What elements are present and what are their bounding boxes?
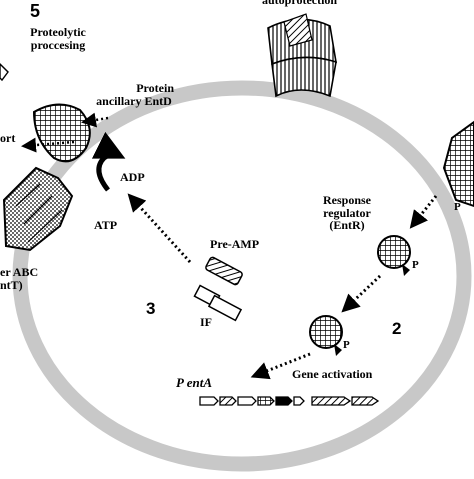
step-2-number: 2 bbox=[392, 319, 402, 338]
atp-adp-arrow bbox=[91, 131, 126, 192]
response-regulator-entr-icon bbox=[377, 235, 411, 276]
abc-line-2: ntT) bbox=[0, 277, 23, 292]
phosphorylation-arrow bbox=[409, 195, 438, 229]
gene-activation-label: Gene activation bbox=[292, 367, 373, 381]
promoter-label: P entA bbox=[176, 375, 212, 390]
atp-label: ATP bbox=[94, 218, 118, 232]
if-label: IF bbox=[200, 315, 212, 329]
ancillary-entd-label: Protein ancillary EntD bbox=[86, 82, 182, 107]
proteolytic-processing-label: Proteolytic proccesing bbox=[16, 26, 100, 51]
step-3-number: 3 bbox=[146, 299, 156, 318]
export-arrow bbox=[21, 137, 75, 153]
response-line-2: regulator bbox=[323, 205, 371, 220]
peptide-fragment-icon bbox=[0, 63, 9, 82]
gene-activation-arrow bbox=[250, 352, 311, 380]
autoprotection-label: autoprotection bbox=[262, 0, 338, 7]
proteolytic-line-2: proccesing bbox=[30, 37, 86, 52]
ancillary-line-1: Protein bbox=[136, 81, 174, 95]
immunity-protein-icon bbox=[267, 13, 338, 98]
abc-line-1: er ABC bbox=[0, 265, 39, 279]
pre-amp-peptide-icon bbox=[205, 256, 243, 286]
abc-transporter-icon bbox=[2, 166, 74, 252]
entr-phosphate-label: P bbox=[412, 259, 419, 271]
step-5-number: 5 bbox=[30, 1, 41, 21]
adp-label: ADP bbox=[120, 170, 145, 184]
induction-factor-icon bbox=[193, 284, 243, 322]
gene-cluster-icon bbox=[199, 396, 380, 406]
ancillary-line-2: ancillary EntD bbox=[96, 93, 172, 108]
histidine-kinase-receptor-icon bbox=[442, 120, 474, 208]
response-line-3: (EntR) bbox=[329, 218, 365, 233]
activation-arrow bbox=[341, 274, 382, 313]
abc-transporter-label: er ABC ntT) bbox=[0, 266, 38, 291]
ancillary-protein-entd-icon bbox=[32, 103, 91, 163]
pre-amp-label: Pre-AMP bbox=[210, 237, 260, 251]
receptor-phosphate-label: P bbox=[454, 201, 461, 213]
export-label: ort bbox=[0, 131, 16, 145]
response-regulator-label: Response regulator (EntR) bbox=[314, 194, 380, 232]
phosphorylated-entr-icon bbox=[309, 315, 343, 356]
secretion-arrow bbox=[127, 193, 192, 264]
cell-membrane bbox=[12, 80, 472, 472]
entd-arrow bbox=[81, 112, 109, 128]
proteolytic-line-1: Proteolytic bbox=[30, 25, 86, 39]
response-line-1: Response bbox=[322, 193, 371, 207]
bound-entr-phosphate-label: P bbox=[343, 339, 350, 351]
